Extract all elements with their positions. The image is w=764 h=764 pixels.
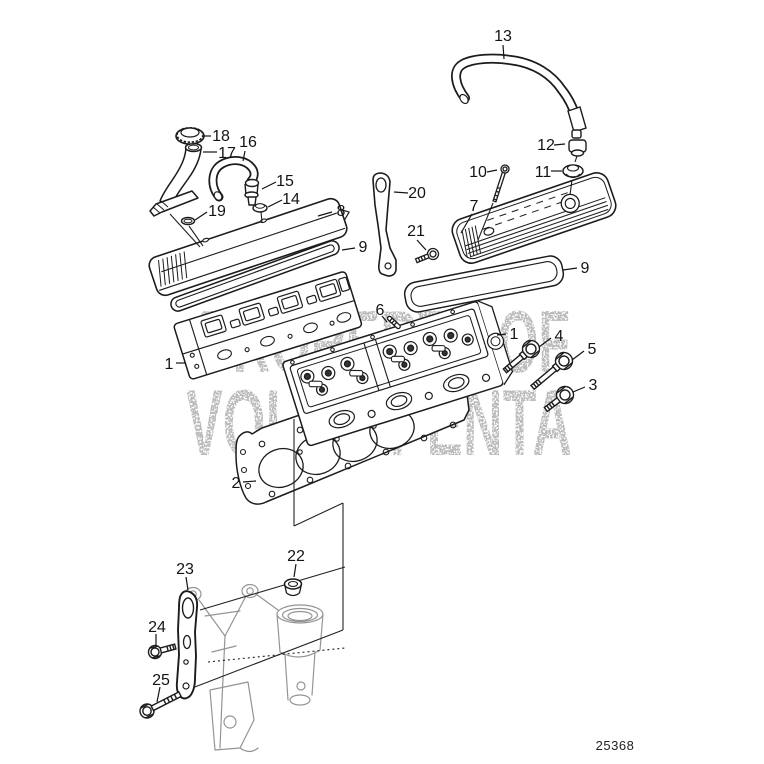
oil-filter-housing-ghost [184, 583, 324, 753]
lifting-bracket [372, 172, 397, 277]
callout-7: 7 [460, 198, 479, 234]
callout-13: 13 [494, 28, 512, 60]
valve-cover-gasket-left [170, 240, 340, 312]
bolt-21 [414, 247, 440, 264]
svg-text:10: 10 [469, 164, 487, 181]
callout-24: 24 [148, 619, 166, 645]
cover-grommet-right [562, 164, 584, 196]
breather-elbow [244, 178, 260, 206]
stud [386, 315, 401, 330]
svg-text:18: 18 [212, 128, 230, 145]
callout-20: 20 [393, 185, 426, 202]
valve-cover-gasket-right [403, 255, 565, 313]
head-bolt-3 [543, 385, 575, 413]
head-bolt-4 [502, 339, 541, 374]
svg-text:2: 2 [232, 475, 241, 492]
callout-5: 5 [571, 341, 597, 361]
svg-text:12: 12 [537, 137, 555, 154]
valve-cover-left [148, 197, 350, 297]
callout-9-left: 9 [341, 239, 368, 256]
svg-text:16: 16 [239, 134, 257, 151]
cylinder-head-left [173, 271, 363, 380]
callout-1-left: 1 [165, 356, 186, 373]
svg-text:22: 22 [287, 548, 305, 565]
callout-2: 2 [232, 475, 257, 492]
svg-text:23: 23 [176, 561, 194, 578]
callout-6: 6 [376, 302, 388, 323]
projection-lines [186, 419, 346, 691]
callouts: 18 17 16 15 14 19 8 9 13 12 11 10 7 20 2… [148, 28, 598, 703]
callout-1-right: 1 [496, 326, 519, 343]
bolt-24 [147, 643, 177, 660]
callout-11: 11 [535, 164, 562, 181]
svg-text:24: 24 [148, 619, 166, 636]
head-bolt-5 [529, 351, 574, 391]
svg-text:1: 1 [165, 356, 174, 373]
callout-23: 23 [176, 561, 194, 591]
svg-text:7: 7 [470, 198, 479, 215]
callout-21: 21 [407, 223, 427, 251]
callout-9-right: 9 [562, 260, 590, 277]
callout-19: 19 [194, 203, 226, 221]
figure-number: 25368 [596, 738, 635, 753]
svg-text:21: 21 [407, 223, 425, 240]
bushing [283, 578, 303, 597]
svg-text:3: 3 [589, 377, 598, 394]
callout-14: 14 [267, 191, 300, 208]
oil-filler-neck [149, 142, 203, 217]
oil-filler-cap [175, 127, 205, 145]
svg-text:13: 13 [494, 28, 512, 45]
svg-text:15: 15 [276, 173, 294, 190]
svg-text:6: 6 [376, 302, 385, 319]
valve-cover-right [451, 172, 617, 264]
svg-text:9: 9 [581, 260, 590, 277]
assembly-lines-left [169, 213, 204, 248]
svg-text:5: 5 [588, 341, 597, 358]
breather-hose [208, 156, 259, 202]
callout-8: 8 [317, 203, 346, 220]
svg-text:9: 9 [359, 239, 368, 256]
callout-3: 3 [572, 377, 598, 394]
svg-text:17: 17 [218, 145, 236, 162]
callout-16: 16 [239, 134, 257, 162]
filler-neck-seal [180, 216, 196, 226]
vent-valve [568, 129, 587, 163]
svg-text:8: 8 [337, 203, 346, 220]
svg-text:20: 20 [408, 185, 426, 202]
svg-text:1: 1 [510, 326, 519, 343]
callout-10: 10 [469, 164, 498, 181]
cylinder-head-right [282, 300, 514, 447]
callout-15: 15 [261, 173, 294, 190]
svg-text:19: 19 [208, 203, 226, 220]
svg-text:11: 11 [535, 164, 552, 181]
callout-12: 12 [537, 137, 566, 154]
vent-hose [451, 53, 587, 133]
callout-18: 18 [204, 128, 230, 145]
cover-grommet-left [252, 203, 268, 223]
svg-text:25: 25 [152, 672, 170, 689]
callout-4: 4 [538, 328, 564, 348]
support-bracket [175, 590, 199, 700]
bolt-10 [477, 164, 510, 241]
bolt-25 [139, 691, 183, 719]
callout-17: 17 [203, 145, 236, 162]
callout-22: 22 [287, 548, 305, 578]
callout-25: 25 [152, 672, 170, 703]
svg-text:4: 4 [555, 328, 564, 345]
svg-text:14: 14 [282, 191, 300, 208]
